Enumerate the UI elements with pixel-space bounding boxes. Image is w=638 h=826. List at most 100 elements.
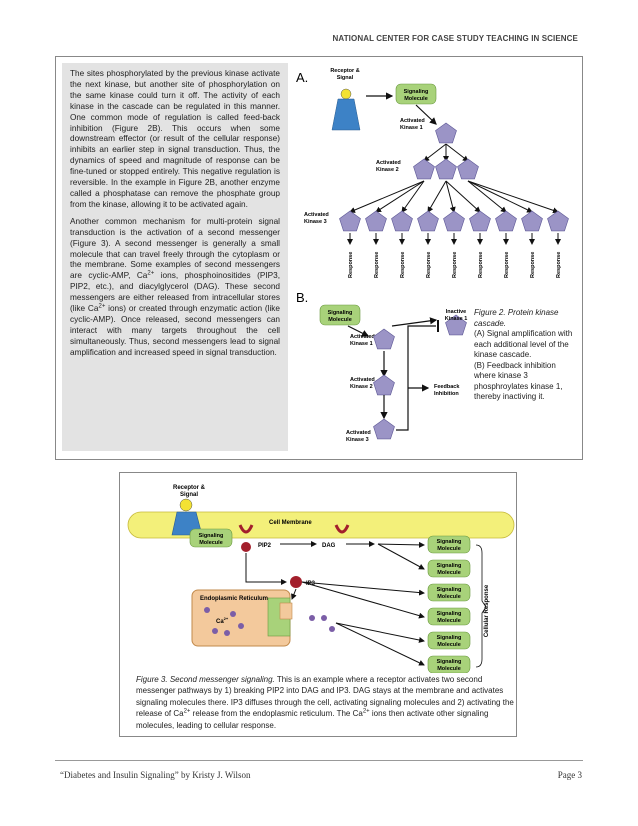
kinase-b3-pentagon <box>373 418 395 440</box>
ca-ions-released <box>309 615 335 632</box>
kinase-3-pentagon <box>521 210 543 232</box>
svg-text:IP3: IP3 <box>306 581 316 587</box>
kinase-b1-pentagon <box>373 328 395 350</box>
kinase-3-row <box>339 180 569 232</box>
panel-b-label: B. <box>296 290 308 305</box>
kinase-2-pentagon <box>435 158 457 180</box>
svg-text:Signaling: Signaling <box>404 89 429 95</box>
response-label: Response <box>478 252 484 278</box>
signaling-molecule-box <box>427 583 471 602</box>
svg-text:Molecule: Molecule <box>328 317 352 323</box>
response-label: Response <box>426 252 432 278</box>
kinase-b3-pentagon <box>373 418 395 440</box>
svg-text:Cell Membrane: Cell Membrane <box>269 520 312 526</box>
page-header: NATIONAL CENTER FOR CASE STUDY TEACHING … <box>332 34 578 43</box>
kinase-b1-pentagon <box>373 328 395 350</box>
svg-text:Receptor &: Receptor & <box>330 68 359 74</box>
figure-2-caption: Figure 2. Protein kinase cascade. (A) Si… <box>474 308 573 401</box>
svg-text:Activated: Activated <box>376 160 401 166</box>
signaling-molecule-box <box>427 607 471 626</box>
body-text-panel: The sites phosphorylated by the previous… <box>62 63 288 451</box>
figure-2-diagram: A. Receptor & Signal Signaling Molecule … <box>288 58 581 458</box>
svg-text:Kinase 1: Kinase 1 <box>350 341 373 347</box>
svg-text:Activated: Activated <box>346 430 371 436</box>
paragraph-2: Another common mechanism for multi-prote… <box>70 216 281 357</box>
footer-divider <box>55 760 583 761</box>
signaling-molecule-box <box>427 631 471 650</box>
kinase-3-pentagon <box>469 210 491 232</box>
inactive-kinase-pentagon <box>445 314 467 336</box>
dag-icon <box>334 524 350 534</box>
svg-text:Kinase 3: Kinase 3 <box>304 219 327 225</box>
inactive-kinase-pentagon <box>445 314 467 336</box>
figure-3-section: Receptor & Signal Cell Membrane Signalin… <box>119 472 517 737</box>
response-label: Response <box>452 252 458 278</box>
signaling-molecule-label: Molecule <box>437 594 461 600</box>
svg-text:Cellular Response: Cellular Response <box>484 584 490 637</box>
svg-text:Kinase 1: Kinase 1 <box>445 316 468 322</box>
signaling-molecule-b-icon: Signaling Molecule <box>319 304 361 326</box>
kinase-cascade-svg: A. Receptor & Signal Signaling Molecule … <box>296 68 569 443</box>
kinase-2-pentagon <box>457 158 479 180</box>
figure-3-caption: Figure 3. Second messenger signaling. Th… <box>136 675 514 730</box>
svg-text:Signaling: Signaling <box>328 310 353 316</box>
kinase-b2-pentagon <box>373 374 395 396</box>
signaling-molecule-box <box>427 535 471 554</box>
kinase-3-pentagon <box>339 210 361 232</box>
svg-text:Activated: Activated <box>304 212 329 218</box>
signaling-molecule-label: Signaling <box>437 563 462 569</box>
kinase-2-pentagon <box>413 158 435 180</box>
svg-text:DAG: DAG <box>322 543 336 549</box>
response-row: Response Response Response Response Response… <box>347 233 562 278</box>
signaling-molecule-label: Molecule <box>437 546 461 552</box>
receptor-icon <box>331 88 361 131</box>
svg-text:PIP2: PIP2 <box>258 543 272 549</box>
response-label: Response <box>504 252 510 278</box>
svg-text:Inactive: Inactive <box>446 309 466 315</box>
svg-text:Ca2+: Ca2+ <box>216 616 229 625</box>
figure-2-section: The sites phosphorylated by the previous… <box>55 56 583 460</box>
pip2-icon <box>238 524 254 534</box>
kinase-1-pentagon <box>435 122 457 144</box>
kinase-3-pentagon <box>547 210 569 232</box>
ca-ions-inside <box>204 607 244 636</box>
signaling-column: SignalingMoleculeSignalingMoleculeSignal… <box>301 535 471 674</box>
svg-text:Signal: Signal <box>337 75 354 81</box>
kinase-1-pentagon <box>435 122 457 144</box>
svg-text:Kinase 2: Kinase 2 <box>350 384 373 390</box>
paragraph-1: The sites phosphorylated by the previous… <box>70 69 280 209</box>
signaling-molecule-icon: Signaling Molecule <box>395 83 437 105</box>
signaling-molecule-label: Signaling <box>437 587 462 593</box>
svg-text:Signaling: Signaling <box>199 533 224 539</box>
signaling-molecule-label: Molecule <box>437 666 461 672</box>
svg-text:Kinase 1: Kinase 1 <box>400 125 423 131</box>
ip3-icon <box>290 576 302 588</box>
signaling-molecule-label: Molecule <box>437 618 461 624</box>
response-label: Response <box>400 252 406 278</box>
signaling-molecule-label: Molecule <box>437 642 461 648</box>
kinase-3-pentagon <box>443 210 465 232</box>
svg-text:Activated: Activated <box>400 118 425 124</box>
signaling-molecule-label: Signaling <box>437 611 462 617</box>
svg-text:Molecule: Molecule <box>199 540 223 546</box>
second-messenger-svg: Receptor & Signal Cell Membrane Signalin… <box>127 485 515 674</box>
kinase-2-row <box>413 143 479 180</box>
kinase-3-pentagon <box>391 210 413 232</box>
signaling-molecule-label: Molecule <box>437 570 461 576</box>
signaling-molecule-label: Signaling <box>437 635 462 641</box>
svg-text:Endoplasmic Reticulum: Endoplasmic Reticulum <box>200 596 268 602</box>
svg-text:Inhibition: Inhibition <box>434 391 459 397</box>
signaling-molecule-label: Signaling <box>437 539 462 545</box>
kinase-3-pentagon <box>417 210 439 232</box>
svg-text:Receptor &: Receptor & <box>173 485 206 491</box>
response-label: Response <box>530 252 536 278</box>
footer-page-number: Page 3 <box>557 770 582 780</box>
panel-a-label: A. <box>296 70 308 85</box>
response-label: Response <box>348 252 354 278</box>
footer-citation: “Diabetes and Insulin Signaling” by Kris… <box>60 770 251 780</box>
svg-text:Kinase 2: Kinase 2 <box>376 167 399 173</box>
svg-text:Kinase 3: Kinase 3 <box>346 437 369 443</box>
signaling-molecule-label: Signaling <box>437 659 462 665</box>
response-label: Response <box>374 252 380 278</box>
svg-text:Activated: Activated <box>350 377 375 383</box>
